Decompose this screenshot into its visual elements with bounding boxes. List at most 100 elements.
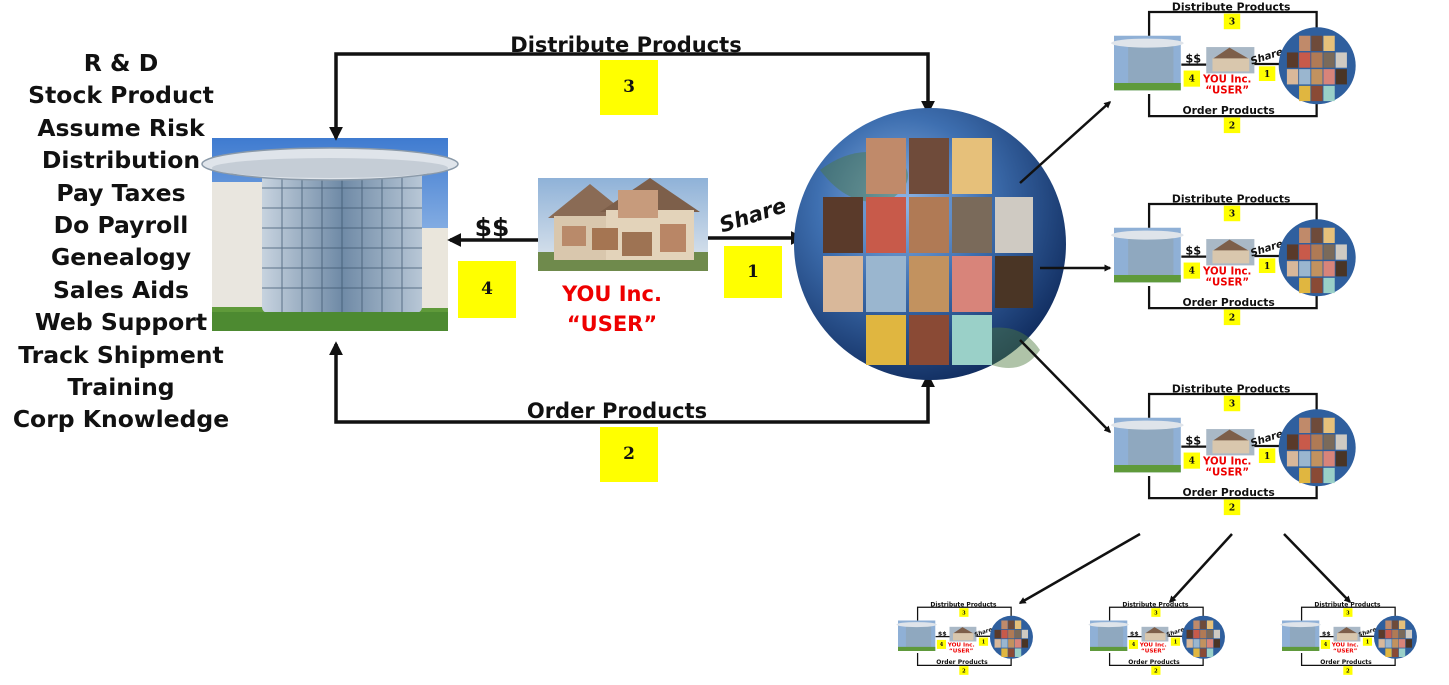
mini-distribute-loop	[1300, 606, 1396, 621]
mini-building-roof	[1280, 622, 1321, 628]
mini-customer-photo	[1392, 639, 1399, 648]
mini-step-3-number: 3	[1229, 18, 1235, 28]
mini-customer-photo	[1213, 639, 1221, 648]
mini-order-label: Order Products	[936, 659, 988, 666]
step-2-box	[600, 427, 658, 482]
mini-customer-photo	[1398, 648, 1406, 657]
mini-building	[1128, 44, 1174, 86]
mini-customer-photo	[1001, 629, 1008, 639]
step-3-number: 3	[623, 77, 635, 97]
user-line-1: YOU Inc.	[561, 282, 662, 306]
distribute-loop	[329, 52, 935, 141]
function-web-support: Web Support	[34, 308, 208, 337]
mini-customer-photo	[1323, 451, 1335, 467]
mini-customer-photo	[1311, 52, 1323, 68]
mini-step-3-box	[1151, 608, 1161, 617]
mini-order-label: Order Products	[1182, 104, 1274, 117]
mini-building-lawn	[1282, 646, 1320, 651]
mini-user-line-2: “USER”	[949, 649, 974, 655]
mini-customer-photo	[994, 629, 1001, 639]
distribute-products-label: Distribute Products	[510, 33, 741, 57]
mini-customer-photo	[1014, 648, 1022, 657]
mini-customer-photo	[1008, 648, 1015, 657]
mini-step-2-box	[1223, 309, 1241, 326]
mini-building-lawn	[1114, 464, 1181, 473]
mini-customer-photo	[1008, 620, 1015, 630]
mini-share-label: Share	[1166, 627, 1186, 638]
mini-distribute-label: Distribute Products	[1172, 382, 1290, 395]
mini-house-walls	[1336, 633, 1358, 641]
mini-customer-photo	[1323, 35, 1335, 52]
mini-step-2-box	[1151, 666, 1161, 675]
mini-order-label: Order Products	[1320, 659, 1372, 666]
mini-customer-photo	[1299, 451, 1311, 467]
mini-customer-photo	[1299, 85, 1311, 102]
mini-customer-photo	[1323, 467, 1335, 484]
mini-user-line-1: YOU Inc.	[1202, 75, 1251, 86]
mini-building-lawn	[1114, 274, 1181, 283]
mini-building-roof	[1088, 622, 1129, 628]
mini-distribute-label: Distribute Products	[1172, 192, 1290, 205]
mini-customer-photo	[1405, 639, 1413, 648]
mini-customer-photo	[1311, 417, 1323, 434]
mini-share-label: Share	[1358, 627, 1378, 638]
mini-building	[1128, 426, 1174, 468]
mini-building	[1097, 625, 1124, 649]
mini-customer-photo	[1200, 648, 1207, 657]
money-label: $$	[475, 213, 510, 242]
function-do-payroll: Do Payroll	[53, 211, 189, 240]
mini-building-lawn	[898, 646, 936, 651]
customer-globe	[794, 108, 1066, 380]
mini-step-1-number: 1	[1264, 262, 1270, 272]
mini-customer-photo	[1200, 639, 1207, 648]
mini-house-roof	[1144, 627, 1166, 634]
mini-distribute-loop	[916, 606, 1012, 621]
mini-customer-photo	[1335, 244, 1347, 260]
mini-customer-photo	[1323, 85, 1335, 102]
mini-customer-photo	[1014, 620, 1022, 630]
mini-building-roof	[896, 622, 937, 628]
mini-step-4-box	[1183, 452, 1201, 469]
mini-customer-photo	[1335, 434, 1347, 450]
mini-customer-photo	[1398, 639, 1406, 648]
mini-step-1-box	[1362, 637, 1373, 646]
mini-share-label: Share	[974, 627, 994, 638]
replication-arrow-1	[1019, 101, 1112, 184]
replication-arrow-3	[1019, 339, 1111, 434]
mini-money-label: $$	[1185, 433, 1201, 447]
mini-customer-photo	[1398, 629, 1406, 639]
mini-customer-photo	[1323, 261, 1335, 277]
mini-customer-photo	[1323, 277, 1335, 294]
mini-order-label: Order Products	[1128, 659, 1180, 666]
mini-customer-photo	[1385, 629, 1392, 639]
mini-customer-photo	[1323, 227, 1335, 244]
mini-step-2-number: 2	[1154, 668, 1158, 674]
function-distribution: Distribution	[41, 146, 201, 175]
mini-step-4-number: 4	[940, 642, 944, 648]
mini-customer-photo	[1213, 629, 1221, 639]
mini-money-label: $$	[1185, 243, 1201, 257]
mini-customer-photo	[1001, 639, 1008, 648]
mini-step-3-box	[1343, 608, 1353, 617]
function-track-shipment: Track Shipment	[18, 340, 224, 369]
mini-customer-photo	[1405, 629, 1413, 639]
mini-customer-photo	[1001, 620, 1008, 630]
mini-customer-photo	[1392, 648, 1399, 657]
mini-order-loop	[1300, 653, 1396, 666]
mini-user-line-2: “USER”	[1141, 649, 1166, 655]
mini-step-3-number: 3	[1229, 400, 1235, 410]
mini-customer-photo	[1014, 629, 1022, 639]
mini-customer-photo	[1378, 629, 1385, 639]
mini-customer-photo	[1206, 620, 1214, 630]
mini-step-3-number: 3	[1154, 610, 1158, 616]
mini-house-walls	[1212, 440, 1250, 454]
mini-order-loop	[1147, 94, 1318, 118]
mini-customer-photo	[1335, 451, 1347, 467]
main-flow: Distribute Products 3 Order Products 2 $…	[201, 33, 1112, 482]
mini-user-line-1: YOU Inc.	[1331, 643, 1359, 649]
mini-step-4-box	[1128, 639, 1139, 649]
